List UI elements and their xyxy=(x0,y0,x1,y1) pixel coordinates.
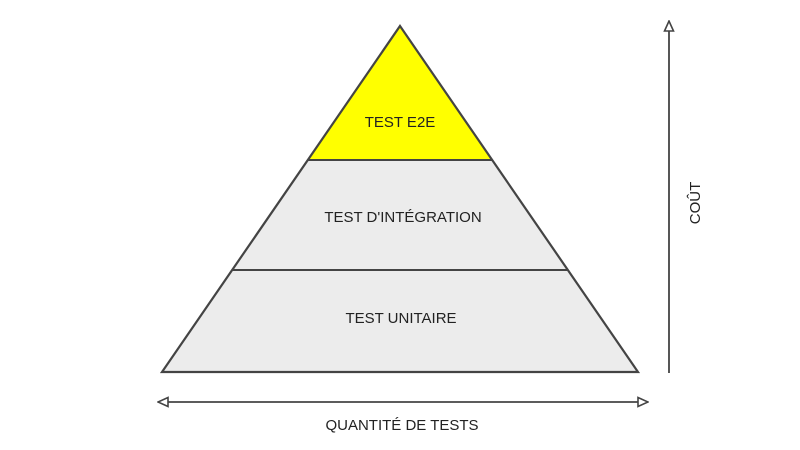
layer-e2e-tests xyxy=(308,26,492,160)
label-integration: TEST D'INTÉGRATION xyxy=(324,209,481,226)
x-axis-label: QUANTITÉ DE TESTS xyxy=(325,417,478,434)
pyramid-outline xyxy=(159,24,641,374)
layer-unit-tests xyxy=(162,270,638,372)
y-axis-label: COÛT xyxy=(687,182,704,225)
label-e2e: TEST E2E xyxy=(365,114,436,131)
layer-integration-tests xyxy=(232,160,568,270)
label-unit: TEST UNITAIRE xyxy=(345,310,456,327)
